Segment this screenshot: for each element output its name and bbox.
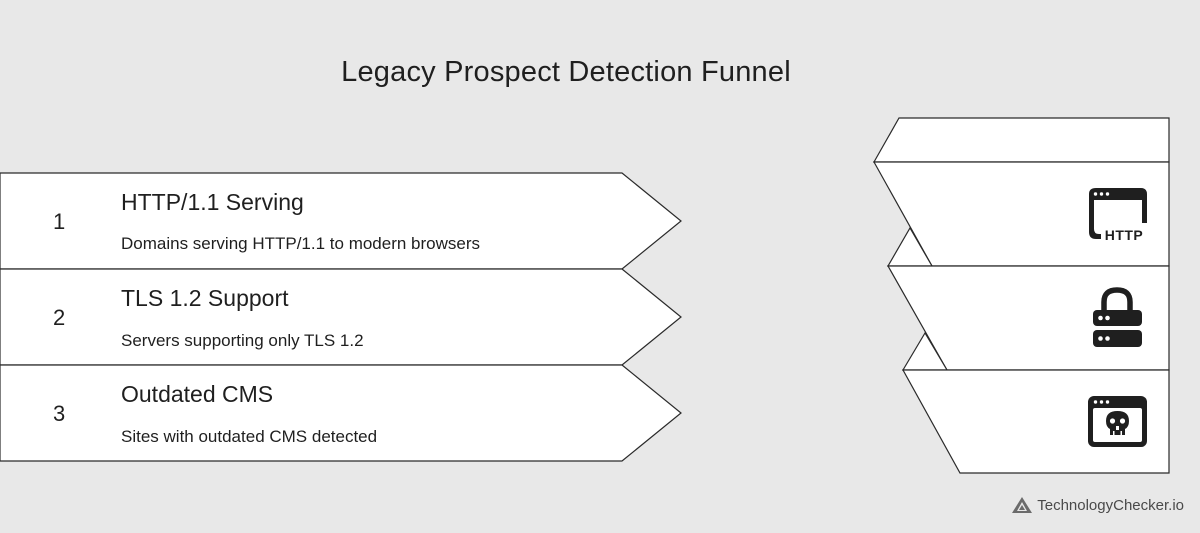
- padlock-server-icon: [1093, 287, 1142, 347]
- step-title: TLS 1.2 Support: [121, 285, 289, 311]
- step-row-1: 1 HTTP/1.1 Serving Domains serving HTTP/…: [0, 172, 682, 270]
- step-description: Sites with outdated CMS detected: [121, 427, 377, 446]
- http-icon-label: HTTP: [1105, 227, 1144, 243]
- step-title: Outdated CMS: [121, 381, 273, 407]
- step-arrow-shape: [0, 364, 682, 462]
- http-window-icon: HTTP: [1089, 188, 1147, 243]
- funnel-panel-3: [901, 369, 1170, 474]
- step-number: 2: [53, 305, 65, 330]
- brand-watermark: TechnologyChecker.io: [1011, 496, 1184, 514]
- page-title: Legacy Prospect Detection Funnel: [341, 56, 791, 88]
- step-number: 1: [53, 209, 65, 234]
- step-description: Domains serving HTTP/1.1 to modern brows…: [121, 234, 480, 253]
- triangle-logo-icon: [1012, 497, 1033, 513]
- step-arrow-shape: [0, 268, 682, 366]
- step-title: HTTP/1.1 Serving: [121, 189, 304, 215]
- funnel-top-cap: [872, 117, 1170, 163]
- step-number: 3: [53, 401, 65, 426]
- step-row-3: 3 Outdated CMS Sites with outdated CMS d…: [0, 364, 682, 462]
- step-row-2: 2 TLS 1.2 Support Servers supporting onl…: [0, 268, 682, 366]
- step-description: Servers supporting only TLS 1.2: [121, 331, 364, 350]
- brand-text: TechnologyChecker.io: [1037, 496, 1184, 514]
- step-arrow-shape: [0, 172, 682, 270]
- browser-skull-icon: [1088, 396, 1147, 447]
